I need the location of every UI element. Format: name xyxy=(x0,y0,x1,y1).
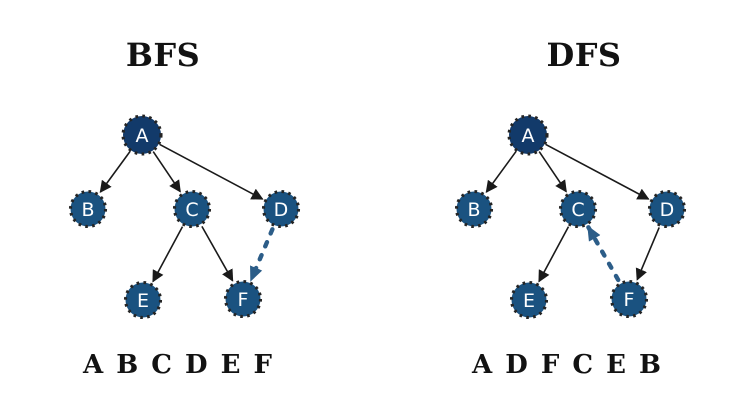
bfs-node-c-circle xyxy=(172,189,212,229)
bfs-node-f-circle xyxy=(223,279,263,319)
dfs-node-f-label: F xyxy=(624,289,635,311)
bfs-node-f: F xyxy=(223,279,263,319)
dfs-node-a-circle xyxy=(507,114,549,156)
bfs-traversal-sequence: A B C D E F xyxy=(83,350,273,380)
bfs-node-d: D xyxy=(261,189,301,229)
dfs-node-c-circle xyxy=(558,189,598,229)
bfs-node-e-circle xyxy=(123,280,163,320)
bfs-traversal-arrow-d-f xyxy=(248,227,275,282)
bfs-node-f-label: F xyxy=(238,289,249,311)
dfs-traversal-sequence: A D F C E B xyxy=(472,350,662,380)
dfs-traversal-arrow-f-c xyxy=(586,225,621,283)
bfs-node-d-circle xyxy=(261,189,301,229)
dfs-node-a: A xyxy=(507,114,549,156)
dfs-node-e: E xyxy=(509,280,549,320)
bfs-node-b-label: B xyxy=(81,199,94,221)
dfs-node-d: D xyxy=(647,189,687,229)
dfs-node-b-label: B xyxy=(467,199,480,221)
dfs-edge-c-e xyxy=(538,226,570,283)
dfs-edge-a-d xyxy=(545,143,650,200)
dfs-edge-a-b xyxy=(485,150,517,193)
dfs-node-d-label: D xyxy=(660,199,675,221)
bfs-title: BFS xyxy=(125,36,201,74)
bfs-node-d-label: D xyxy=(274,199,289,221)
dfs-node-c-label: C xyxy=(571,199,584,221)
bfs-node-c-label: C xyxy=(185,199,198,221)
bfs-node-e-label: E xyxy=(137,290,149,312)
bfs-node-e: E xyxy=(123,280,163,320)
dfs-node-d-circle xyxy=(647,189,687,229)
bfs-node-b: B xyxy=(68,189,108,229)
bfs-node-a-circle xyxy=(121,114,163,156)
dfs-title: DFS xyxy=(546,36,622,74)
dfs-node-e-circle xyxy=(509,280,549,320)
bfs-edge-a-b xyxy=(99,150,131,193)
dfs-node-e-label: E xyxy=(523,290,535,312)
dfs-node-f-circle xyxy=(609,279,649,319)
dfs-node-c: C xyxy=(558,189,598,229)
bfs-node-a: A xyxy=(121,114,163,156)
dfs-node-b-circle xyxy=(454,189,494,229)
bfs-edge-c-e xyxy=(152,226,184,283)
bfs-edge-c-f xyxy=(201,226,234,282)
dfs-tree: A B C D E F xyxy=(454,114,687,320)
bfs-node-c: C xyxy=(172,189,212,229)
bfs-node-b-circle xyxy=(68,189,108,229)
bfs-node-a-label: A xyxy=(136,125,149,147)
dfs-edge-d-f xyxy=(635,227,660,281)
dfs-node-f: F xyxy=(609,279,649,319)
dfs-node-a-label: A xyxy=(522,125,535,147)
dfs-edge-a-c xyxy=(538,151,567,193)
bfs-edge-a-c xyxy=(152,151,181,193)
dfs-node-b: B xyxy=(454,189,494,229)
bfs-tree: A B C D E F xyxy=(68,114,301,320)
bfs-edge-a-d xyxy=(159,143,264,200)
